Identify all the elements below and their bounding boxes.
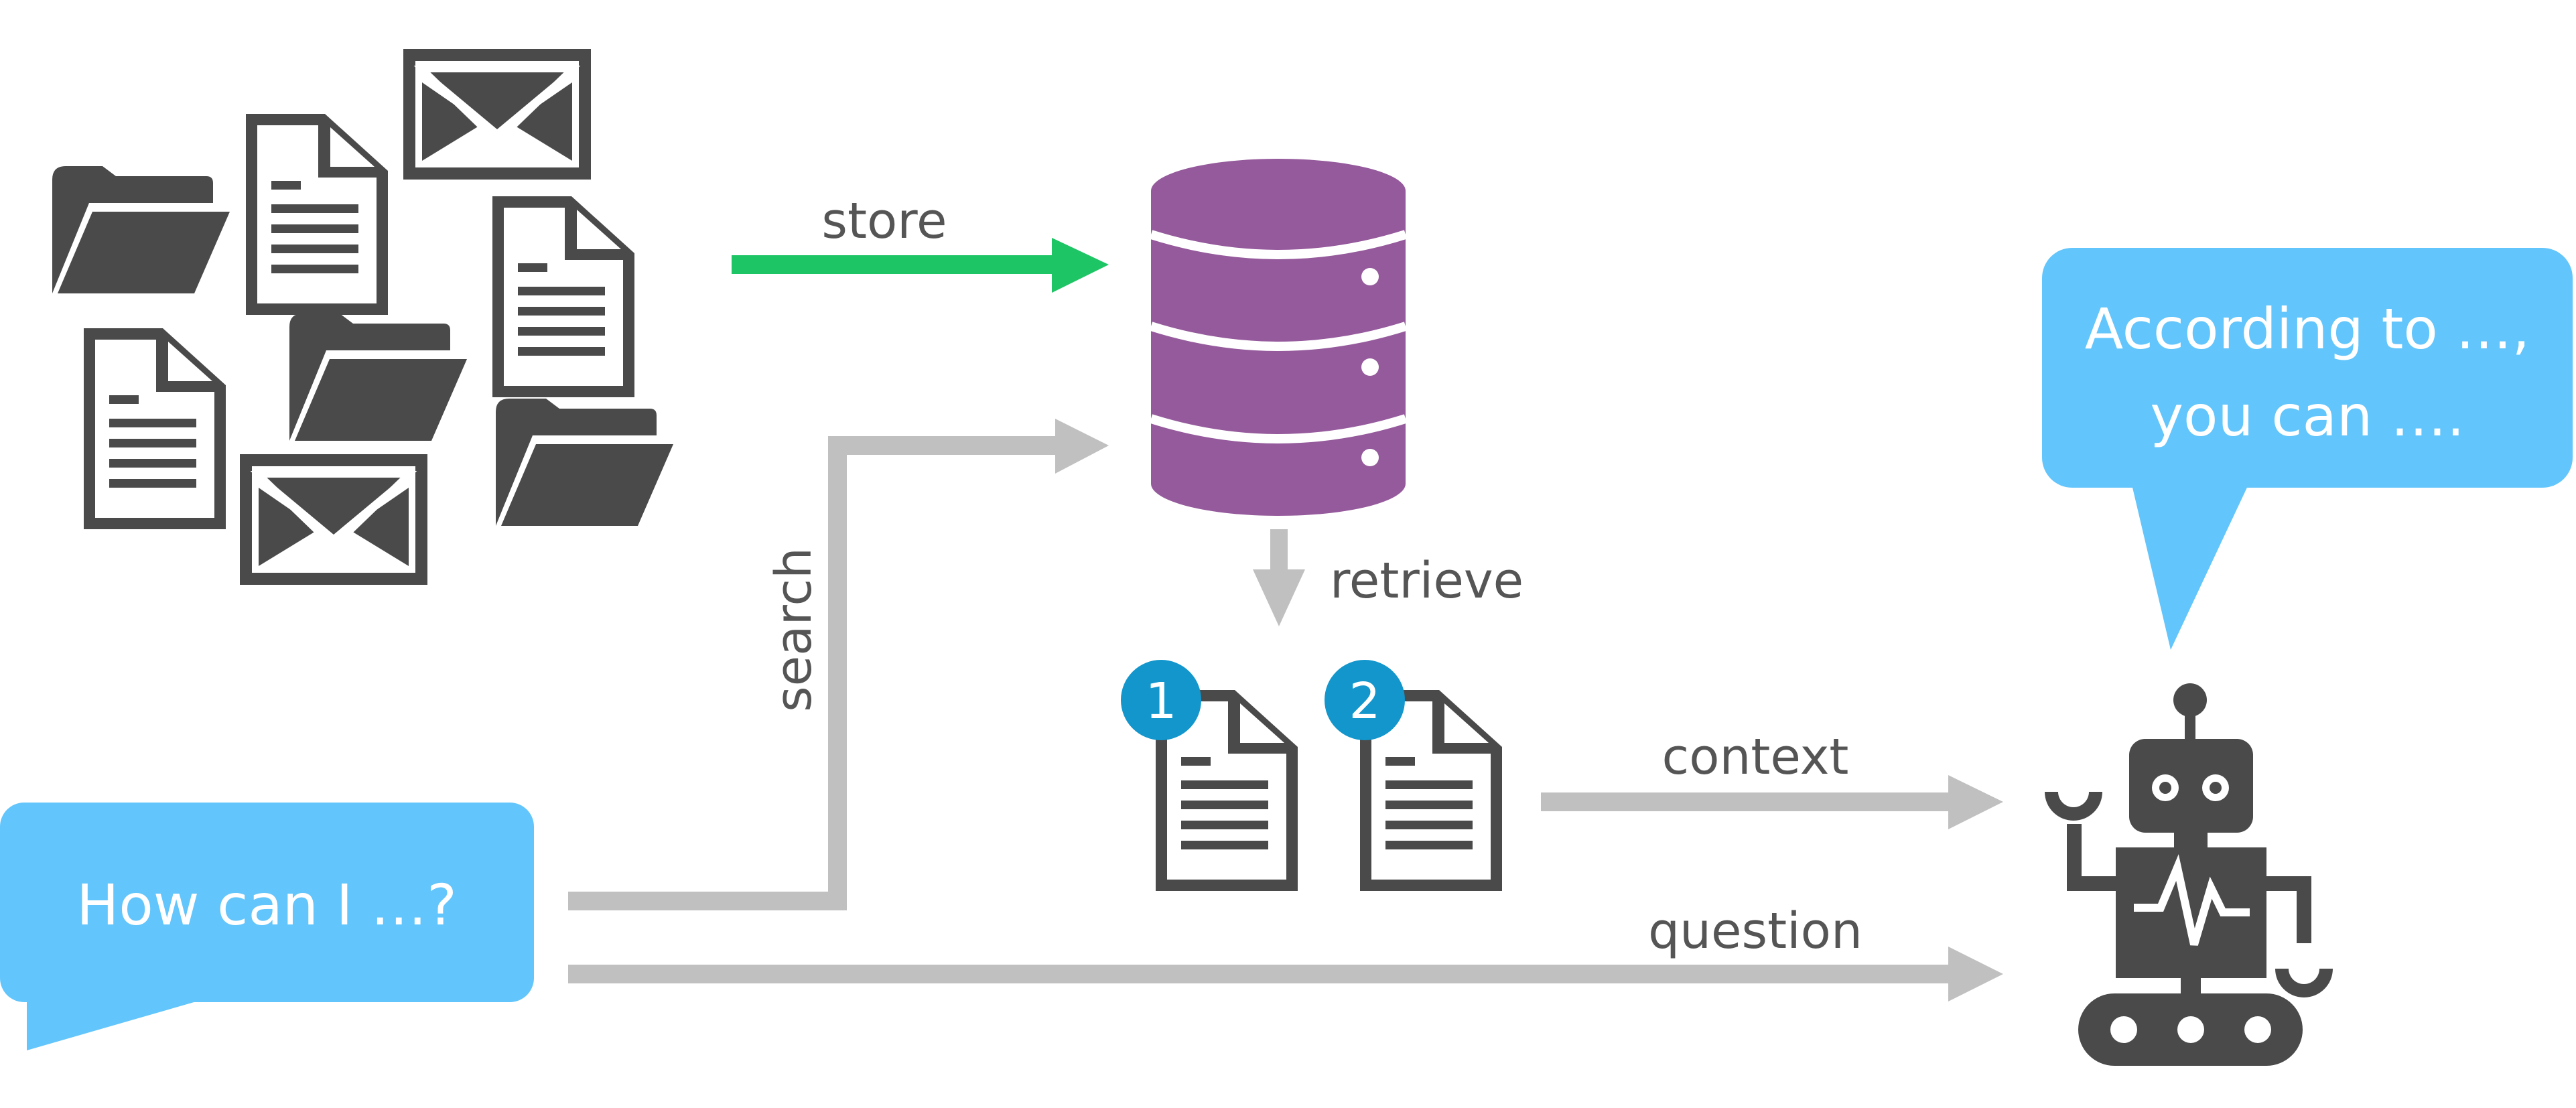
envelope-icon — [240, 454, 427, 585]
folder-icon — [496, 399, 677, 526]
document-icon — [246, 114, 388, 315]
folder-icon — [52, 166, 233, 293]
rank-badge-1-text: 1 — [1145, 673, 1176, 730]
search-label: search — [765, 547, 823, 712]
answer-bubble-line1: According to …, — [2085, 296, 2530, 362]
context-arrow — [1541, 775, 2003, 829]
store-arrow — [732, 238, 1109, 293]
document-icon — [84, 328, 226, 529]
document-icon — [492, 196, 634, 397]
question-arrow — [568, 947, 2003, 1001]
retrieve-arrow — [1253, 529, 1305, 626]
context-label: context — [1662, 728, 1849, 786]
retrieve-label: retrieve — [1330, 552, 1523, 610]
envelope-icon — [403, 49, 591, 180]
database-icon — [1149, 159, 1408, 516]
store-label: store — [821, 192, 947, 250]
answer-bubble: According to …, you can …. — [2042, 248, 2573, 650]
rank-badge-2: 2 — [1325, 660, 1405, 740]
search-arrow — [568, 419, 1109, 910]
question-label: question — [1648, 902, 1862, 960]
rank-badge-1: 1 — [1121, 660, 1201, 740]
question-bubble-text: How can I …? — [76, 872, 457, 938]
question-bubble: How can I …? — [0, 803, 534, 1050]
rank-badge-2-text: 2 — [1349, 673, 1380, 730]
folder-icon — [289, 314, 470, 441]
answer-bubble-line2: you can …. — [2150, 383, 2464, 449]
robot-icon — [2045, 683, 2333, 1066]
